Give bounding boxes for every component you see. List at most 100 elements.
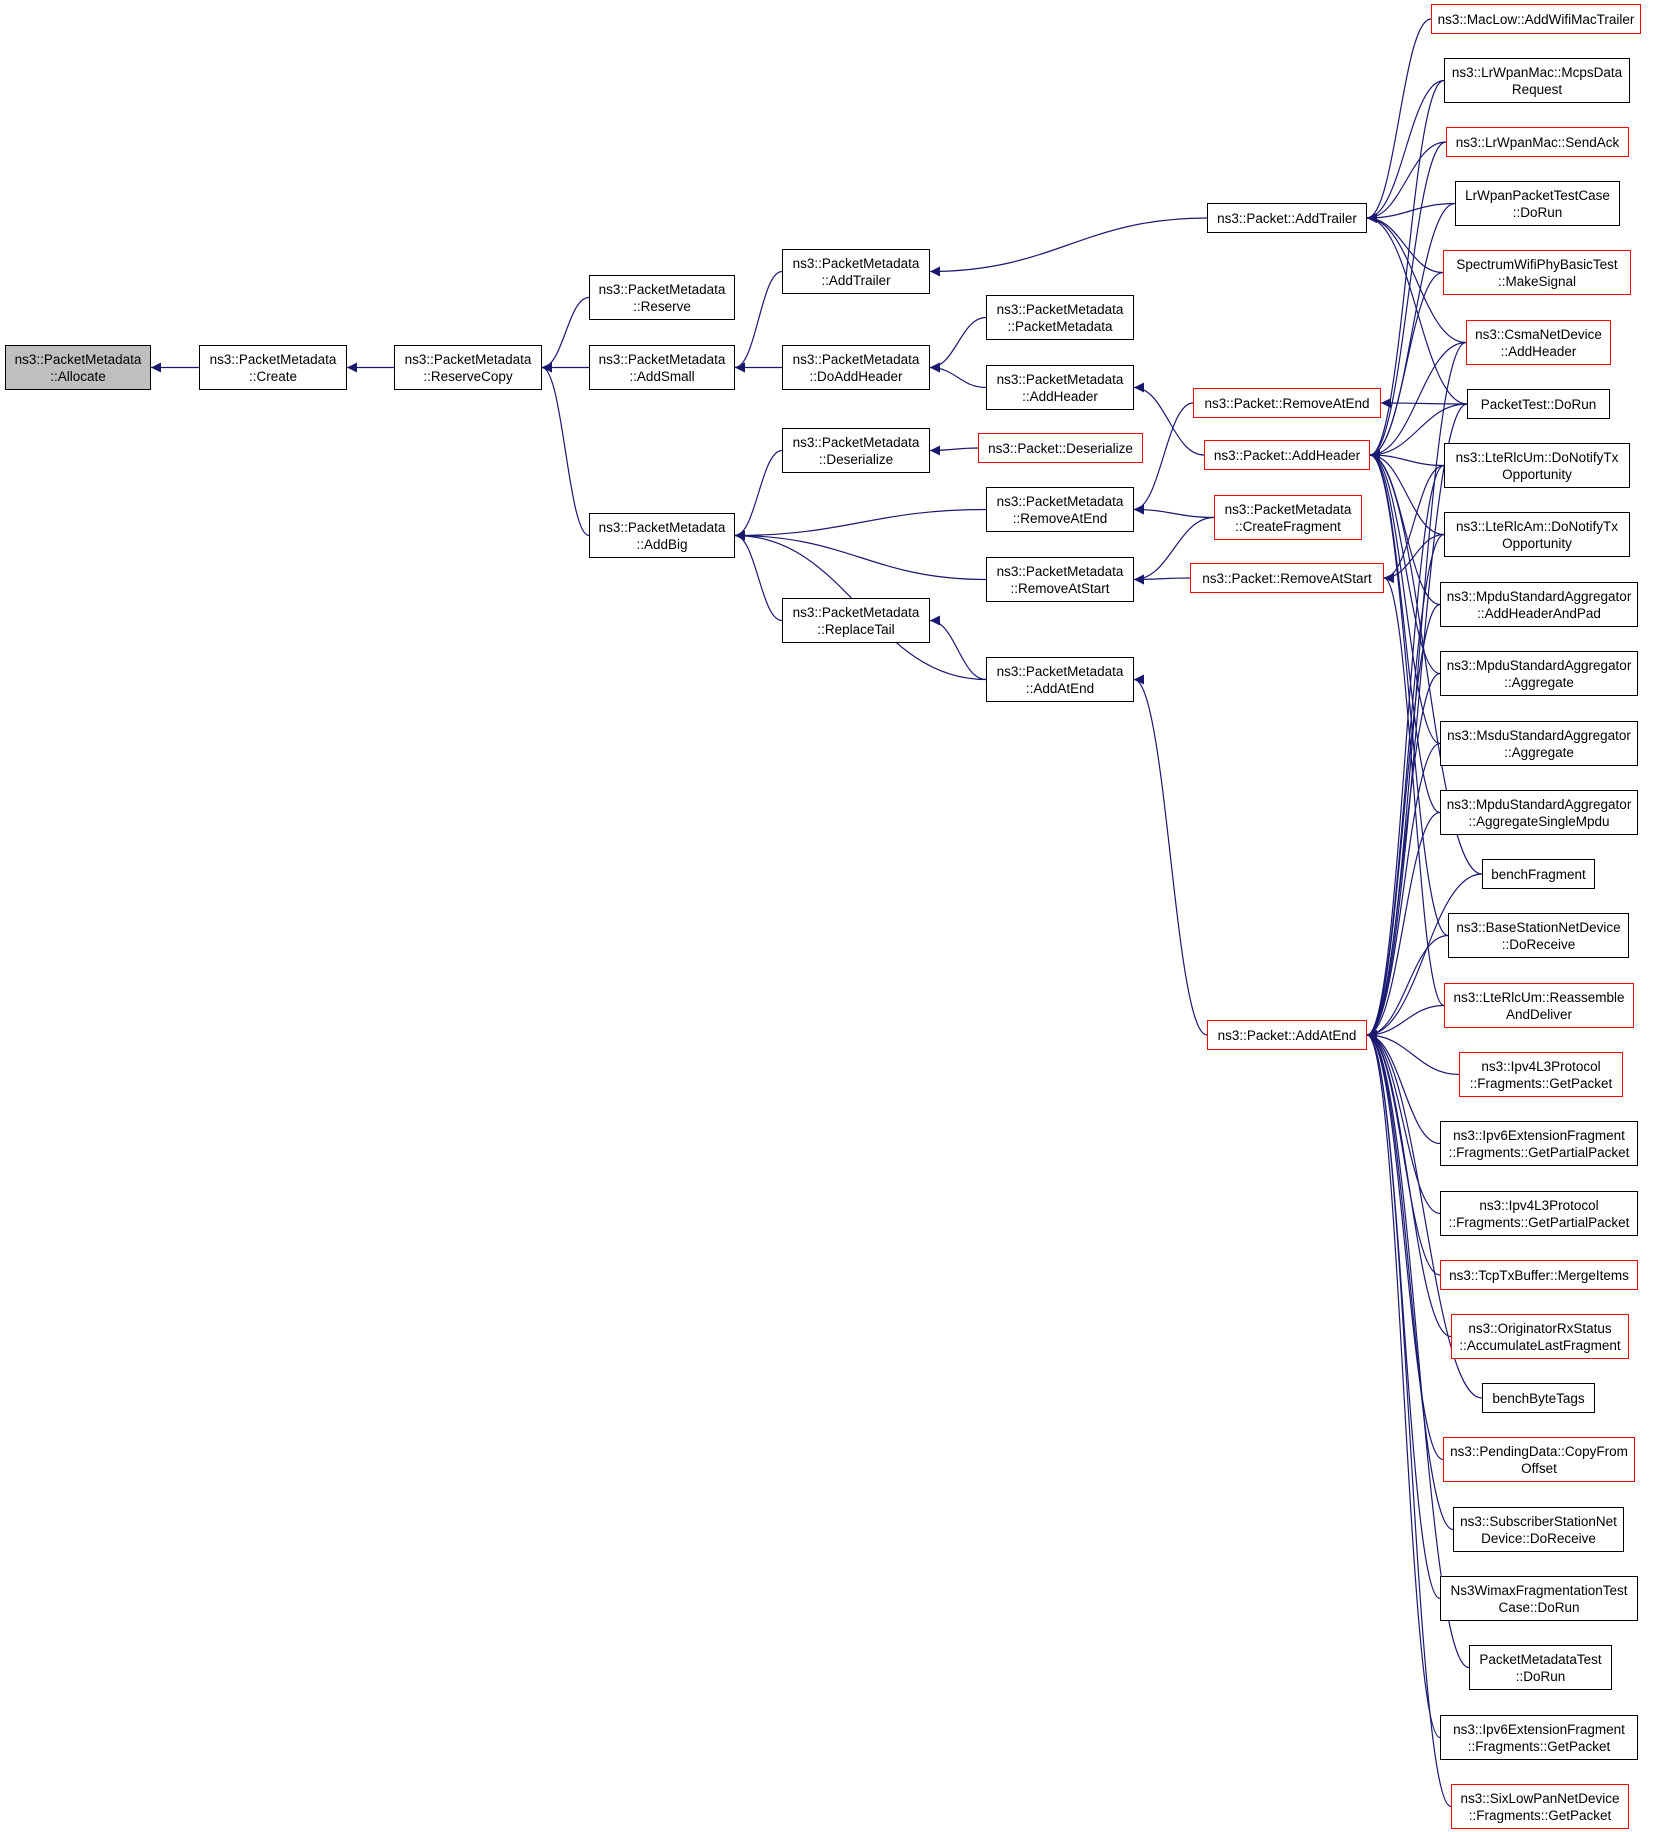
node-spectrumwifiphybasictest-makesignal[interactable]: SpectrumWifiPhyBasicTest::MakeSignal [1443, 250, 1631, 295]
call-edge [1369, 450, 1441, 745]
call-edge [1369, 341, 1467, 460]
node-ipv6extensionfragment-fragments-getpartialpacket[interactable]: ns3::Ipv6ExtensionFragment::Fragments::G… [1440, 1121, 1638, 1166]
node-mpdustandardaggregator-aggregate[interactable]: ns3::MpduStandardAggregator::Aggregate [1440, 651, 1638, 696]
node-label-line: ns3::PacketMetadata [996, 371, 1124, 387]
call-edge [1133, 516, 1215, 585]
call-edge [1369, 450, 1483, 875]
node-label-line: ns3::LrWpanMac::McpsData [1451, 64, 1623, 80]
node-reservecopy[interactable]: ns3::PacketMetadata::ReserveCopy [394, 345, 542, 390]
call-edge [1366, 1030, 1452, 1808]
node-originatorrxstatus-accumulatelastfragment[interactable]: ns3::OriginatorRxStatus::AccumulateLastF… [1451, 1314, 1629, 1359]
node-label-line: Device::DoReceive [1481, 1530, 1596, 1546]
node-benchfragment[interactable]: benchFragment [1482, 859, 1595, 889]
node-label-line: Offset [1521, 1460, 1557, 1476]
node-pm-createfragment[interactable]: ns3::PacketMetadata::CreateFragment [1214, 495, 1362, 540]
node-pm-constructor[interactable]: ns3::PacketMetadata::PacketMetadata [986, 295, 1134, 340]
node-label-line: ns3::MsduStandardAggregator [1447, 727, 1631, 743]
node-label-line: ns3::Packet::Deserialize [988, 440, 1133, 456]
node-label-line: ::AddHeader [1022, 388, 1098, 404]
node-label-line: ns3::PacketMetadata [996, 663, 1124, 679]
node-label-line: ::Fragments::GetPacket [1467, 1738, 1611, 1754]
node-label-line: ns3::MpduStandardAggregator [1446, 657, 1632, 673]
node-packet-removeatstart[interactable]: ns3::Packet::RemoveAtStart [1190, 563, 1384, 593]
node-label-line: ns3::OriginatorRxStatus [1468, 1320, 1612, 1336]
call-edge [1366, 1030, 1460, 1076]
call-edge [1366, 1030, 1441, 1600]
node-reserve[interactable]: ns3::PacketMetadata::Reserve [589, 275, 735, 320]
node-label-line: ::ReplaceTail [817, 621, 895, 637]
node-label-line: ns3::PacketMetadata [598, 519, 726, 535]
node-pm-removeatstart[interactable]: ns3::PacketMetadata::RemoveAtStart [986, 557, 1134, 602]
node-create[interactable]: ns3::PacketMetadata::Create [199, 345, 347, 390]
node-label-line: ns3::TcpTxBuffer::MergeItems [1449, 1267, 1629, 1283]
node-packet-addheader[interactable]: ns3::Packet::AddHeader [1204, 440, 1370, 470]
node-pm-addtrailer[interactable]: ns3::PacketMetadata::AddTrailer [782, 249, 930, 294]
node-label-line: PacketTest::DoRun [1480, 396, 1597, 412]
call-edge [1366, 202, 1456, 223]
node-label-line: ns3::PacketMetadata [404, 351, 532, 367]
call-edge [1366, 603, 1441, 1040]
node-label-line: ::AddBig [636, 536, 688, 552]
node-label-line: PacketMetadataTest [1479, 1651, 1602, 1667]
node-packetmetadatatest-dorun[interactable]: PacketMetadataTest::DoRun [1469, 1645, 1612, 1690]
call-edge [1366, 742, 1441, 1040]
call-edge [541, 296, 590, 373]
node-label-line: ::Deserialize [818, 451, 894, 467]
node-msdustandardaggregator-aggregate[interactable]: ns3::MsduStandardAggregator::Aggregate [1440, 721, 1638, 766]
call-edge [1369, 141, 1447, 460]
node-label-line: ::Fragments::GetPartialPacket [1448, 1214, 1630, 1230]
node-pm-addheader[interactable]: ns3::PacketMetadata::AddHeader [986, 365, 1134, 410]
call-edge [1133, 574, 1191, 585]
call-edge [1366, 18, 1432, 223]
node-packet-addatend[interactable]: ns3::Packet::AddAtEnd [1207, 1020, 1367, 1050]
node-ipv4l3protocol-fragments-getpacket[interactable]: ns3::Ipv4L3Protocol::Fragments::GetPacke… [1459, 1052, 1623, 1097]
node-maclow-addwifimactrailer[interactable]: ns3::MacLow::AddWifiMacTrailer [1431, 4, 1641, 34]
node-mpdustandardaggregator-addheaderandpad[interactable]: ns3::MpduStandardAggregator::AddHeaderAn… [1440, 582, 1638, 627]
node-label-line: ns3::SixLowPanNetDevice [1460, 1790, 1620, 1806]
call-edge [1366, 873, 1483, 1040]
node-pm-deserialize[interactable]: ns3::PacketMetadata::Deserialize [782, 428, 930, 473]
node-ipv4l3protocol-fragments-getpartialpacket[interactable]: ns3::Ipv4L3Protocol::Fragments::GetParti… [1440, 1191, 1638, 1236]
node-sixlowpannetdevice-fragments-getpacket[interactable]: ns3::SixLowPanNetDevice::Fragments::GetP… [1451, 1784, 1629, 1829]
node-pm-addatend[interactable]: ns3::PacketMetadata::AddAtEnd [986, 657, 1134, 702]
node-label-line: ::Aggregate [1504, 744, 1574, 760]
call-edge [734, 270, 783, 373]
call-edge [1366, 79, 1445, 223]
node-label-line: ::ReserveCopy [423, 368, 513, 384]
node-benchbytetags[interactable]: benchByteTags [1482, 1383, 1595, 1413]
node-addsmall[interactable]: ns3::PacketMetadata::AddSmall [589, 345, 735, 390]
node-packet-removeatend[interactable]: ns3::Packet::RemoveAtEnd [1193, 388, 1381, 418]
node-mpdustandardaggregator-aggregatesinglempdu[interactable]: ns3::MpduStandardAggregator::AggregateSi… [1440, 790, 1638, 835]
node-label-line: ns3::PacketMetadata [598, 281, 726, 297]
node-lrwpanmac-sendack[interactable]: ns3::LrWpanMac::SendAck [1446, 127, 1629, 157]
node-label-line: ::Fragments::GetPacket [1468, 1807, 1612, 1823]
call-edge [929, 316, 987, 373]
node-packet-addtrailer[interactable]: ns3::Packet::AddTrailer [1207, 203, 1367, 233]
node-csmanetdevice-addheader[interactable]: ns3::CsmaNetDevice::AddHeader [1466, 320, 1611, 365]
node-label-line: ns3::PacketMetadata [209, 351, 337, 367]
node-packet-deserialize[interactable]: ns3::Packet::Deserialize [978, 433, 1143, 463]
node-lrwpanpackettestcase-dorun[interactable]: LrWpanPacketTestCase::DoRun [1455, 181, 1620, 226]
node-ipv6extensionfragment-fragments-getpacket[interactable]: ns3::Ipv6ExtensionFragment::Fragments::G… [1440, 1715, 1638, 1760]
call-edge [1366, 403, 1468, 1040]
node-tcptxbuffer-mergeitems[interactable]: ns3::TcpTxBuffer::MergeItems [1440, 1260, 1638, 1290]
node-label-line: ns3::BaseStationNetDevice [1456, 919, 1621, 935]
node-doaddheader[interactable]: ns3::PacketMetadata::DoAddHeader [782, 345, 930, 390]
node-pm-removeatend[interactable]: ns3::PacketMetadata::RemoveAtEnd [986, 487, 1134, 532]
node-replacetail[interactable]: ns3::PacketMetadata::ReplaceTail [782, 598, 930, 643]
node-label-line: ::PacketMetadata [1007, 318, 1113, 334]
node-packettest-dorun[interactable]: PacketTest::DoRun [1467, 389, 1610, 419]
node-basestationnetdevice-doreceive[interactable]: ns3::BaseStationNetDevice::DoReceive [1448, 913, 1629, 958]
node-label-line: ns3::LteRlcUm::Reassemble [1453, 989, 1625, 1005]
call-edge [1380, 398, 1468, 409]
node-label-line: ns3::Packet::AddAtEnd [1217, 1027, 1357, 1043]
node-label-line: Opportunity [1502, 466, 1572, 482]
node-addbig[interactable]: ns3::PacketMetadata::AddBig [589, 513, 735, 558]
